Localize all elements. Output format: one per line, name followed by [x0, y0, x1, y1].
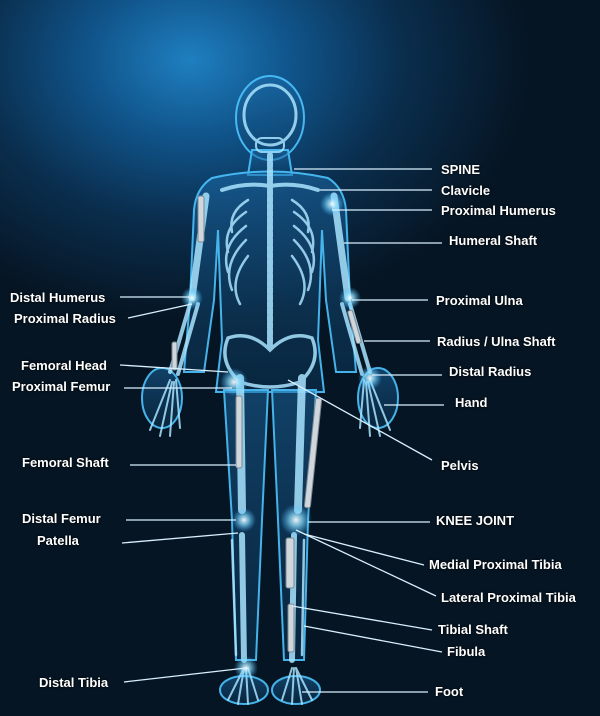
label-femoral-shaft: Femoral Shaft: [22, 455, 109, 470]
label-spine: SPINE: [441, 162, 481, 177]
right-fibula: [300, 538, 306, 657]
femoral-plate: [235, 395, 243, 469]
skeleton-bones: [149, 83, 391, 705]
label-proximal-ulna: Proximal Ulna: [436, 293, 523, 308]
left-fibula: [230, 538, 238, 657]
orthopedic-implants: [171, 195, 362, 653]
label-humeral-shaft: Humeral Shaft: [449, 233, 538, 248]
label-hand: Hand: [455, 395, 488, 410]
skull: [242, 83, 298, 147]
label-clavicle: Clavicle: [441, 183, 491, 198]
left-forearm-b: [176, 302, 200, 376]
leader-proximal-radius: [127, 303, 193, 319]
label-radius-ulna-shaft: Radius / Ulna Shaft: [437, 334, 556, 349]
leader-patella: [121, 532, 239, 544]
tibial-plate: [285, 537, 295, 589]
label-distal-radius: Distal Radius: [449, 364, 532, 379]
leader-distal-tibia: [123, 667, 247, 683]
right-forearm-b: [340, 302, 364, 376]
label-proximal-radius: Proximal Radius: [14, 311, 116, 326]
label-medial-proximal-tibia: Medial Proximal Tibia: [429, 557, 562, 572]
label-distal-femur: Distal Femur: [22, 511, 101, 526]
leader-medial-proximal-tibia: [303, 533, 425, 566]
humeral-plate: [197, 195, 205, 243]
label-distal-humerus: Distal Humerus: [10, 290, 106, 305]
label-lateral-proximal-tibia: Lateral Proximal Tibia: [441, 590, 576, 605]
label-tibial-shaft: Tibial Shaft: [438, 622, 508, 637]
leader-fibula: [303, 625, 443, 653]
label-proximal-humerus: Proximal Humerus: [441, 203, 556, 218]
leader-pelvis: [287, 379, 433, 461]
leader-tibial-shaft: [291, 605, 433, 631]
label-patella: Patella: [37, 533, 79, 548]
rib-cage: [224, 198, 316, 306]
label-foot: Foot: [435, 684, 464, 699]
label-pelvis: Pelvis: [441, 458, 479, 473]
leader-lines: [119, 168, 444, 693]
label-fibula: Fibula: [447, 644, 486, 659]
femoral-nail: [303, 397, 323, 509]
ulna-plate: [347, 309, 362, 344]
tibial-shaft-plate: [287, 603, 295, 653]
right-foot-bones: [281, 667, 313, 705]
left-tibia: [239, 532, 247, 663]
right-femur: [294, 374, 306, 514]
leader-lateral-proximal-tibia: [295, 529, 437, 597]
clavicle-bones: [220, 182, 320, 192]
label-distal-tibia: Distal Tibia: [39, 675, 109, 690]
label-femoral-head: Femoral Head: [21, 358, 107, 373]
injury-hotspots: [181, 192, 382, 680]
leader-femoral-head: [119, 364, 229, 373]
label-knee-joint: KNEE JOINT: [436, 513, 515, 528]
radius-plate: [171, 341, 178, 371]
label-proximal-femur: Proximal Femur: [12, 379, 111, 394]
